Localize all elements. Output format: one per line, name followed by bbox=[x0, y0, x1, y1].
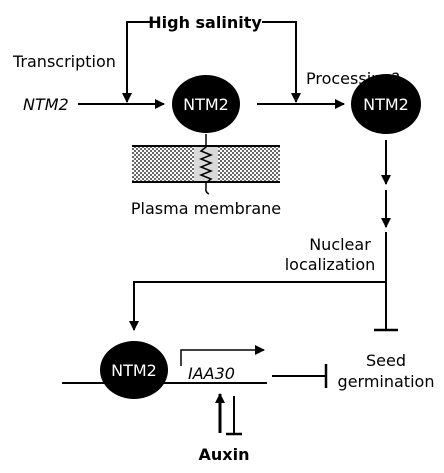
iaa30-gene-label: IAA30 bbox=[188, 364, 235, 383]
auxin-label: Auxin bbox=[199, 445, 250, 464]
ntm2-nuclear-node bbox=[100, 341, 168, 399]
plasma-membrane-label: Plasma membrane bbox=[131, 199, 281, 218]
ntm2-membrane-bound-label: NTM2 bbox=[183, 95, 229, 114]
nuclear-to-nucleus-arrow bbox=[129, 281, 386, 331]
nuclear-label-line1: Nuclear bbox=[309, 235, 371, 254]
nuclear-label-line2: localization bbox=[285, 255, 376, 274]
ntm2-membrane-bound-node bbox=[172, 75, 240, 133]
plasma-membrane bbox=[132, 145, 280, 183]
ntm2-nuclear-label: NTM2 bbox=[111, 361, 157, 380]
salinity-to-processing-arrow bbox=[262, 21, 301, 103]
high-salinity-label: High salinity bbox=[148, 13, 262, 32]
transmembrane-anchor bbox=[198, 134, 214, 195]
transcription-start-arrow bbox=[180, 345, 265, 366]
ntm2-released-node bbox=[351, 74, 421, 134]
seed-label-line1: Seed bbox=[366, 351, 406, 370]
seed-label-line2: germination bbox=[338, 372, 435, 391]
transcription-label: Transcription bbox=[12, 52, 116, 71]
salinity-to-transcription-arrow bbox=[122, 21, 152, 103]
ntm2-released-label: NTM2 bbox=[363, 95, 409, 114]
ntm2-gene-label: NTM2 bbox=[23, 95, 69, 114]
